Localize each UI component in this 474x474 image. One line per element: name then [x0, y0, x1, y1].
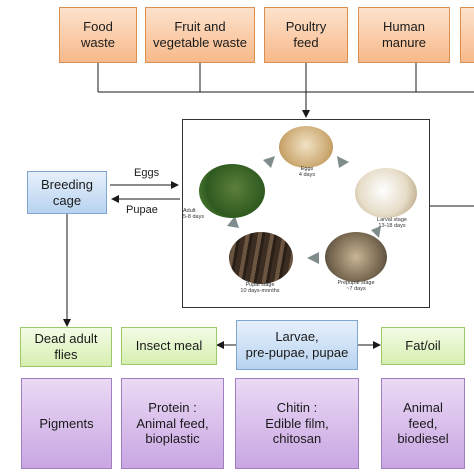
insect-meal-box: Insect meal	[121, 327, 217, 365]
use-pigments-box: Pigments	[21, 378, 112, 469]
eggs-stage-photo	[279, 126, 333, 168]
dead-adult-flies-box: Dead adult flies	[20, 327, 112, 367]
use-animal-feed-box: Animal feed, biodiesel	[381, 378, 465, 469]
input-human-manure: Human manure	[358, 7, 450, 63]
pupal-stage-photo	[229, 232, 293, 284]
cycle-arrow-adult-to-eggs	[263, 156, 275, 168]
input-poultry-feed: Poultry feed	[264, 7, 348, 63]
eggs-label: Eggs	[134, 167, 160, 179]
pupal-stage-caption: Pupal stage 10 days-months	[240, 282, 280, 295]
cycle-arrow-pupal-to-adult	[227, 216, 239, 228]
adult-stage-caption: Adult 5-8 days	[183, 208, 205, 221]
larval-stage-caption: Larval stage 13-18 days	[377, 217, 407, 230]
input-partial-box	[460, 7, 474, 63]
prepupal-stage-photo	[325, 232, 387, 282]
life-cycle-panel: Eggs 4 days Larval stage 13-18 days Prep…	[182, 119, 430, 308]
use-protein-box: Protein : Animal feed, bioplastic	[121, 378, 224, 469]
cycle-arrow-larval-to-prepupal	[371, 226, 381, 238]
life-cycle-arrows	[227, 156, 381, 264]
cycle-arrow-prepupal-to-pupal	[307, 252, 319, 264]
larval-stage-photo	[355, 168, 417, 218]
breeding-cage-box: Breeding cage	[27, 171, 107, 214]
adult-stage-photo	[199, 164, 265, 218]
use-chitin-box: Chitin : Edible film, chitosan	[235, 378, 359, 469]
input-food-waste: Food waste	[59, 7, 137, 63]
cycle-arrow-eggs-to-larval	[337, 156, 349, 168]
larvae-box: Larvae, pre-pupae, pupae	[236, 320, 358, 370]
input-fruit-vegetable-waste: Fruit and vegetable waste	[145, 7, 255, 63]
prepupal-stage-caption: Prepupal stage ~7 days	[337, 280, 375, 293]
pupae-label: Pupae	[126, 204, 158, 216]
eggs-stage-caption: Eggs 4 days	[298, 166, 316, 179]
fat-oil-box: Fat/oil	[381, 327, 465, 365]
